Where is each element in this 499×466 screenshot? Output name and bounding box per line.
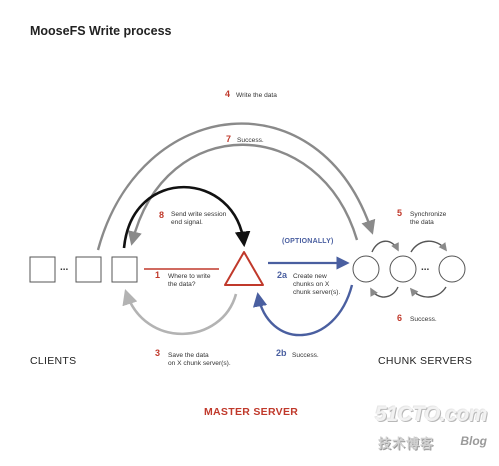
step-2a-text-line1: Create new (293, 273, 327, 280)
step-2a-number: 2a (277, 270, 288, 280)
step-6-number: 6 (397, 313, 403, 323)
step-2b-text: Success. (292, 352, 319, 359)
step-3-text-line2: on X chunk server(s). (168, 360, 231, 367)
step-3-number: 3 (155, 348, 161, 358)
arrow-sync-1 (371, 240, 399, 253)
step-5-text-line1: Synchronize (410, 211, 447, 218)
arrow-end-signal (122, 186, 251, 249)
step-4-text: Write the data (236, 92, 277, 99)
step-8-number: 8 (159, 210, 165, 220)
chunk-servers-label: CHUNK SERVERS (378, 355, 473, 367)
master-server-label: MASTER SERVER (204, 406, 299, 418)
step-6-text: Success. (410, 316, 437, 323)
arrow-sync-2 (410, 240, 448, 253)
step-1-text-line1: Where to write (168, 273, 211, 280)
optional-label: (OPTIONALLY) (282, 238, 334, 245)
step-8-text-line1: Send write session (171, 211, 227, 218)
arrow-success-7 (127, 143, 359, 246)
chunk-server-circle-2 (389, 255, 417, 283)
page-title: MooseFS Write process (30, 24, 172, 38)
watermark-logo: 51CTO.com (375, 403, 487, 426)
step-7-number: 7 (226, 134, 232, 144)
watermark-blog: Blog (460, 434, 487, 448)
step-7-text: Success. (237, 137, 264, 144)
step-2a-text-line3: chunk server(s). (293, 289, 341, 296)
arrow-success-2b (252, 284, 354, 337)
chunk-server-circle-1 (352, 255, 380, 283)
step-2b-number: 2b (276, 348, 287, 358)
arrow-sync-success-2 (370, 286, 399, 298)
master-server-triangle (224, 251, 264, 286)
chunk-server-circle-3 (438, 255, 466, 283)
step-2a-text-line2: chunks on X (293, 281, 330, 288)
arrow-save-data (122, 289, 238, 336)
arrow-sync-success-1 (409, 286, 447, 298)
client-box-3 (111, 256, 138, 283)
chunk-servers-ellipsis: ... (421, 262, 430, 273)
watermark-subtitle: 技术博客 (378, 436, 435, 451)
step-3-text-line1: Save the data (168, 352, 209, 359)
clients-label: CLIENTS (30, 355, 77, 367)
step-1-number: 1 (155, 270, 161, 280)
client-box-2 (75, 256, 102, 283)
client-box-1 (29, 256, 56, 283)
step-4-number: 4 (225, 89, 231, 99)
step-5-number: 5 (397, 208, 403, 218)
clients-ellipsis: ... (60, 262, 69, 273)
step-8-text-line2: end signal. (171, 219, 203, 226)
step-1-text-line2: the data? (168, 281, 196, 288)
arrow-write-data (96, 122, 376, 251)
step-5-text-line2: the data (410, 219, 434, 226)
